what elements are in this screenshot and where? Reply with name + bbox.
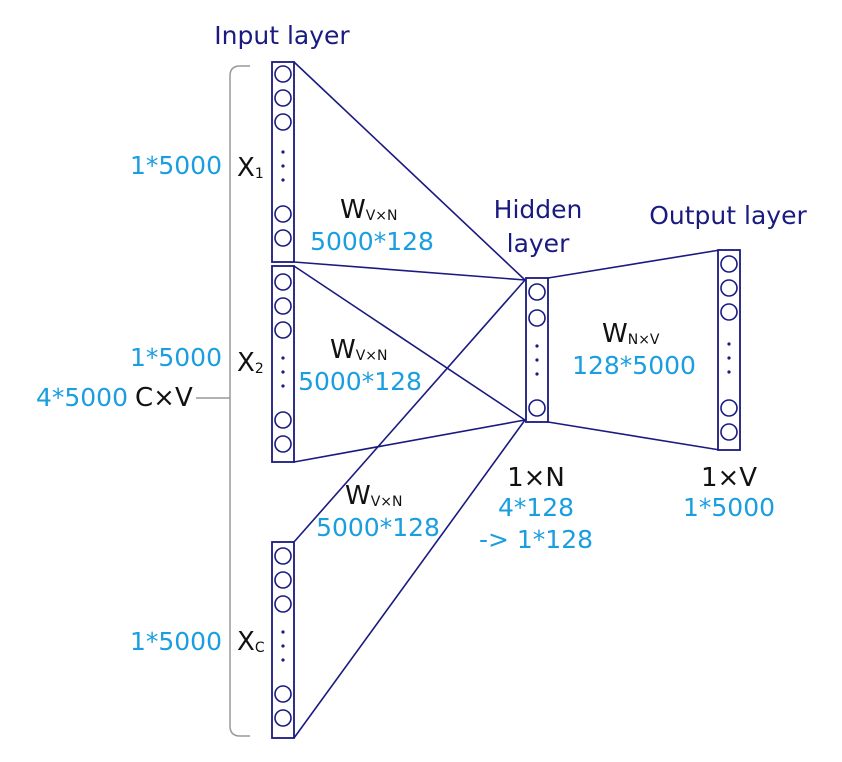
- output-dims-symbol: 1×V: [701, 463, 757, 493]
- input-vector-x2: [271, 265, 295, 463]
- edge-out-bottom: [547, 421, 721, 451]
- edge-xc-bottom: [293, 419, 526, 739]
- input-vector-x1: [271, 61, 295, 263]
- hidden-layer-title-line1: Hidden: [494, 195, 583, 224]
- context-bracket: [229, 65, 250, 737]
- edge-xc-top: [293, 279, 526, 543]
- connections: [293, 61, 721, 739]
- context-total-symbol: C×V: [135, 383, 193, 413]
- weight-c-size: 5000*128: [316, 513, 440, 542]
- weight-out-symbol: WN×V: [602, 319, 660, 349]
- hidden-layer-title-line2: layer: [507, 229, 570, 258]
- x2-symbol: X2: [237, 348, 264, 378]
- context-total-size: 4*5000: [36, 383, 128, 412]
- x1-symbol: X1: [237, 153, 264, 183]
- weight-1-size: 5000*128: [310, 227, 434, 256]
- output-dims-size: 1*5000: [683, 493, 775, 522]
- xc-size: 1*5000: [130, 627, 222, 656]
- weight-2-symbol: WV×N: [330, 335, 388, 365]
- edge-x2-top: [293, 265, 526, 421]
- input-layer-title: Input layer: [214, 21, 350, 50]
- output-vector: [717, 249, 741, 451]
- weight-1-symbol: WV×N: [340, 195, 398, 225]
- edge-x1-top: [293, 61, 526, 281]
- hidden-vector: [525, 277, 549, 423]
- weight-2-size: 5000*128: [298, 367, 422, 396]
- x2-size: 1*5000: [130, 343, 222, 372]
- xc-symbol: XC: [237, 627, 265, 657]
- edge-x2-bottom: [293, 419, 526, 463]
- edge-x1-bottom: [293, 261, 526, 281]
- hidden-dims-symbol: 1×N: [507, 463, 565, 493]
- weight-out-size: 128*5000: [572, 351, 696, 380]
- hidden-dims-line2: -> 1*128: [479, 525, 593, 554]
- edge-out-top: [547, 249, 721, 279]
- hidden-dims-line1: 4*128: [498, 493, 574, 522]
- output-layer-title: Output layer: [649, 201, 807, 230]
- x1-size: 1*5000: [130, 151, 222, 180]
- weight-c-symbol: WV×N: [345, 481, 403, 511]
- input-vector-xc: [271, 541, 295, 739]
